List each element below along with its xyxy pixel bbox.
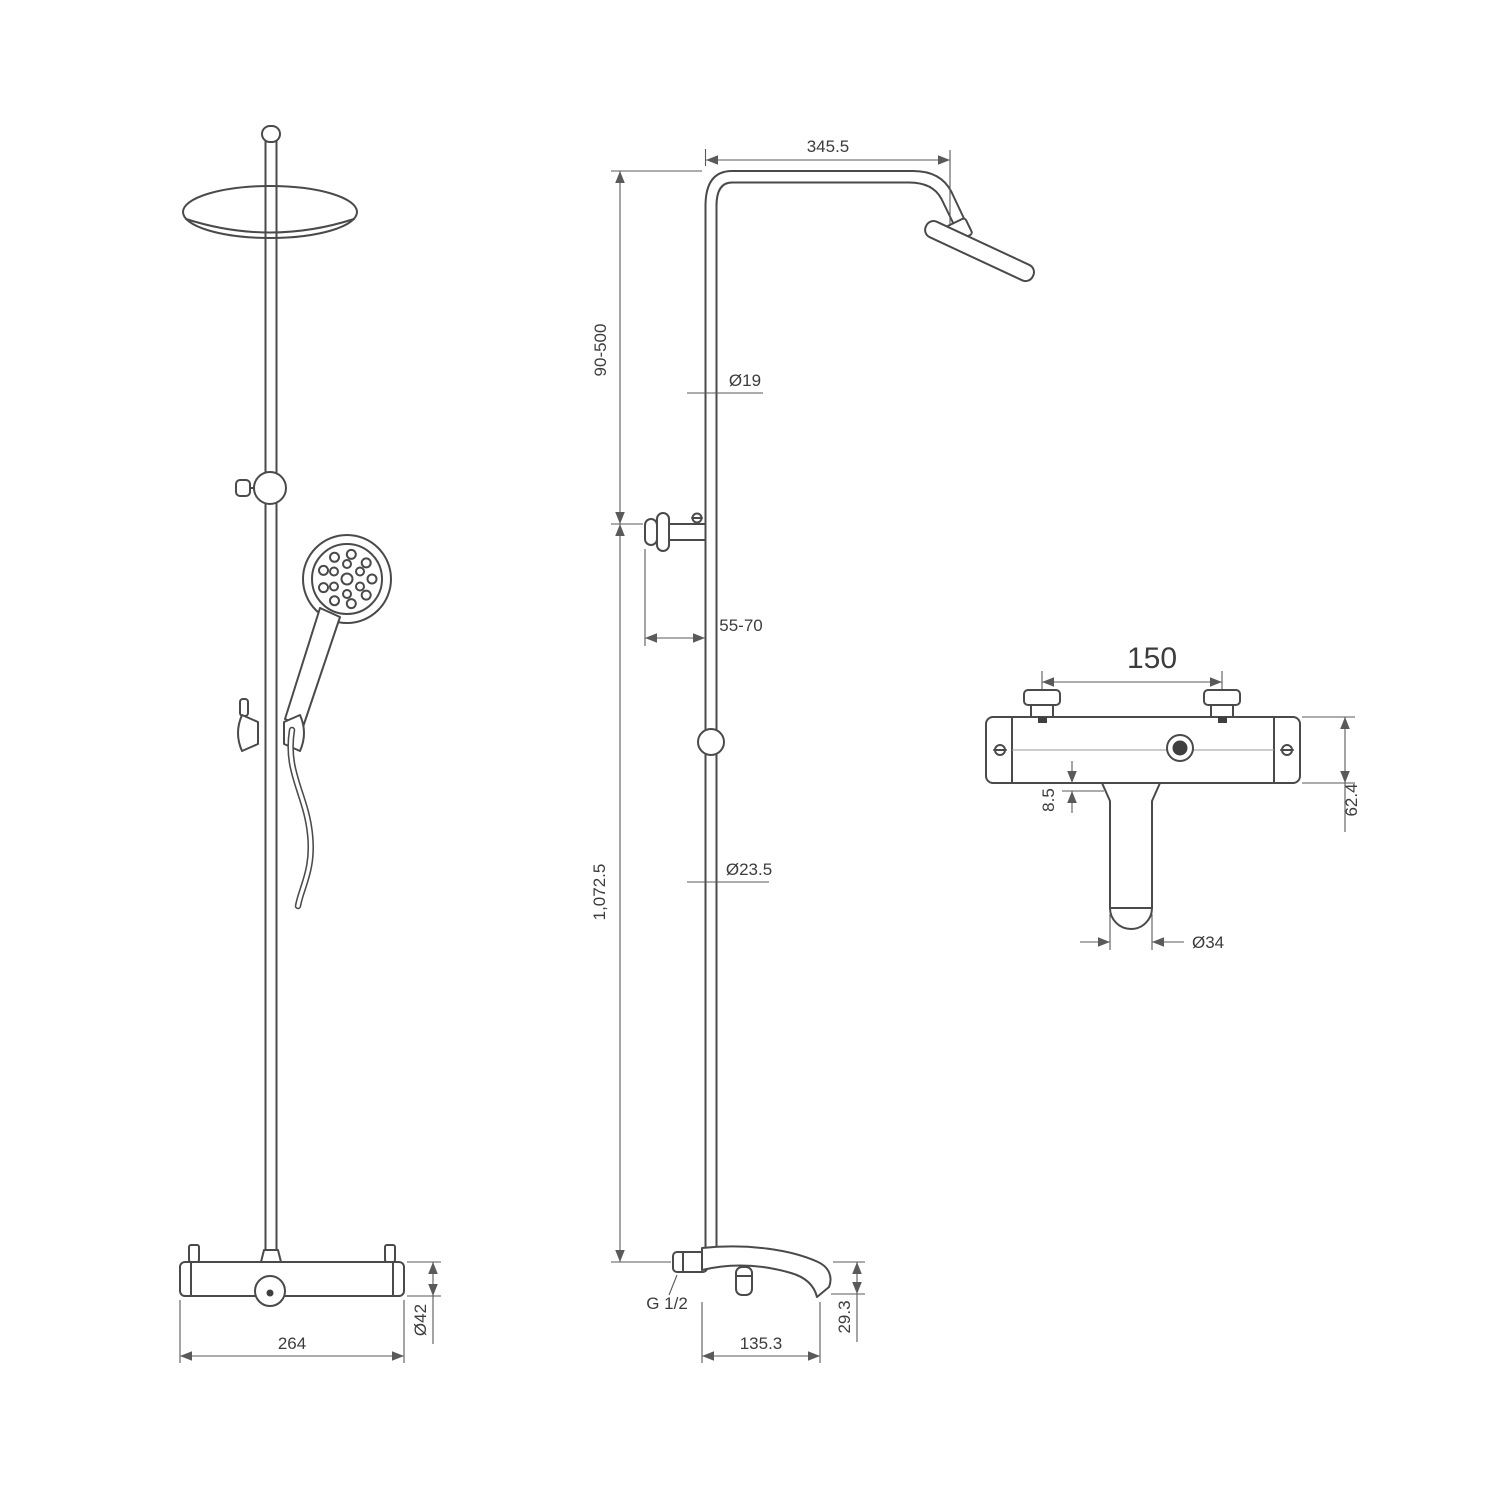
overhead-shower-rim — [185, 218, 355, 234]
dim-label-body-depth: 62.4 — [1342, 783, 1361, 816]
front-view: 264 Ø42 — [179, 125, 441, 1363]
dimension-body-depth: 62.4 — [1302, 716, 1361, 832]
bath-spout-side — [672, 1245, 832, 1298]
dim-label-column-height: 1,072.5 — [590, 864, 609, 921]
dim-label-inlet-thread: G 1/2 — [646, 1294, 688, 1313]
holder-pin — [239, 698, 249, 717]
bracket-knob-front — [235, 479, 251, 497]
dimension-column-heights: 90-500 1,072.5 — [590, 170, 702, 1263]
wall-bracket-front — [253, 471, 287, 505]
dim-label-upper-pipe-diameter: Ø19 — [729, 371, 761, 390]
side-view: 345.5 Ø19 55-70 Ø23.5 — [590, 137, 1035, 1363]
overhead-shower-side — [924, 220, 1035, 283]
mixer-top-view: 150 8.5 — [985, 642, 1361, 952]
valve-stem-mark-right — [1218, 717, 1227, 723]
shower-hose-inner — [288, 728, 313, 908]
pipe-union-joint — [697, 728, 725, 756]
dim-label-spout-reach: 135.3 — [740, 1334, 783, 1353]
dimension-lower-pipe-diameter: Ø23.5 — [687, 860, 772, 883]
valve-pin-left — [188, 1244, 200, 1263]
shower-arm-inner — [715, 181, 959, 234]
valve-pin-right — [384, 1244, 396, 1263]
hand-shower-handle — [284, 607, 341, 728]
dim-label-bar-diameter: Ø42 — [411, 1304, 430, 1336]
thermostat-bar-front — [179, 1244, 405, 1307]
valve-stem-mark-left — [1038, 717, 1047, 723]
dim-label-arm-reach: 345.5 — [807, 137, 850, 156]
dimension-valve-spacing: 150 — [1041, 642, 1223, 690]
dimension-bar-width: 264 — [179, 1300, 405, 1363]
dimension-spout-height: 29.3 — [831, 1261, 865, 1342]
dim-label-valve-spacing: 150 — [1127, 642, 1177, 675]
dim-label-wall-bracket-range: 55-70 — [719, 616, 762, 635]
wall-bracket-side — [644, 512, 707, 552]
valve-knob-right — [1203, 689, 1241, 719]
dim-label-cartridge-offset: 8.5 — [1039, 788, 1058, 812]
dimension-cartridge-offset: 8.5 — [1039, 761, 1104, 813]
cartridge-dot — [1172, 740, 1188, 756]
valve-knob-left — [1023, 689, 1061, 719]
mixer-bar-body — [179, 1261, 405, 1297]
shower-arm-outer — [704, 170, 969, 228]
bracket-flange — [656, 512, 670, 552]
dim-label-spout-diameter: Ø34 — [1192, 933, 1224, 952]
dim-label-spout-height: 29.3 — [835, 1300, 854, 1333]
knob-button — [266, 1289, 274, 1297]
overhead-shower-front — [182, 185, 358, 239]
dimension-spout-diameter: Ø34 — [1080, 914, 1224, 952]
dimension-inlet-thread: G 1/2 — [646, 1274, 688, 1313]
spray-nozzles — [318, 548, 378, 610]
dim-label-head-height-range: 90-500 — [591, 324, 610, 377]
spout-body — [701, 1245, 832, 1298]
hand-shower-face — [311, 543, 383, 615]
dimension-upper-pipe-diameter: Ø19 — [687, 371, 763, 394]
dim-label-bar-width: 264 — [278, 1334, 306, 1353]
hand-shower-front — [284, 534, 392, 728]
pipe-top-cap — [261, 125, 281, 143]
holder-wing-left — [237, 714, 259, 752]
dimension-wall-bracket-range: 55-70 — [644, 549, 763, 646]
hand-shower-head — [302, 534, 392, 624]
dimension-arm-reach: 345.5 — [704, 137, 951, 224]
bracket-knob-side — [644, 518, 658, 546]
dim-label-lower-pipe-diameter: Ø23.5 — [726, 860, 772, 879]
dimension-spout-reach: 135.3 — [701, 1302, 821, 1363]
dimension-bar-diameter: Ø42 — [407, 1261, 441, 1344]
diverter-knob — [735, 1266, 753, 1296]
pipe-bar-connector — [260, 1249, 282, 1263]
